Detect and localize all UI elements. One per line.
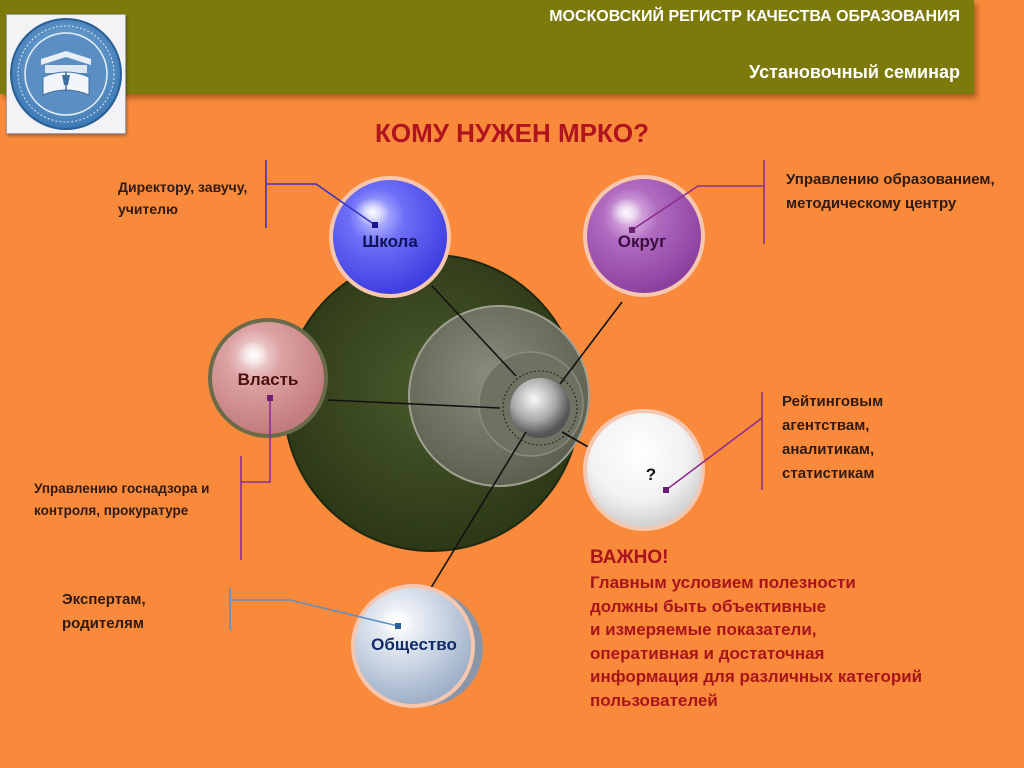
core-sphere: [510, 378, 570, 438]
header-bar: МОСКОВСКИЙ РЕГИСТР КАЧЕСТВА ОБРАЗОВАНИЯ …: [0, 0, 974, 94]
bubble-district-label: Округ: [617, 232, 667, 251]
callout-school-line: [266, 183, 376, 226]
bubble-society: [351, 584, 483, 708]
connector-unknown: [561, 431, 591, 449]
bubble-district: [583, 175, 705, 297]
bubble-school: [329, 176, 451, 298]
callout-power-line: [241, 398, 271, 483]
callout-society-line: [230, 599, 399, 627]
note-school: Директору, завучу, учителю: [118, 179, 248, 217]
important-title: ВАЖНО!: [590, 547, 669, 568]
bubble-unknown-label: ?: [645, 465, 657, 484]
core-dashed-ring: [502, 370, 578, 446]
important-body: Главным условием полезности должны быть …: [590, 573, 923, 710]
logo: [6, 14, 126, 134]
bubble-school-label: Школа: [362, 232, 418, 251]
header-subtitle: Установочный семинар: [749, 62, 960, 82]
connector-society: [425, 431, 527, 597]
callout-unknown-line: [665, 417, 763, 491]
page-title: КОМУ НУЖЕН МРКО?: [375, 118, 649, 148]
bubble-power-label: Власть: [237, 370, 299, 389]
bubble-power: [208, 318, 328, 438]
connector-district: [559, 301, 623, 385]
note-district: Управлению образованием, методическому ц…: [786, 171, 995, 212]
important-block: ВАЖНО! Главным условием полезности должн…: [590, 545, 1010, 712]
logo-emblem-icon: [10, 18, 122, 130]
note-power: Управлению госнадзора и контроля, прокур…: [34, 481, 210, 518]
bubble-unknown: [583, 409, 705, 531]
connector-power: [327, 399, 501, 409]
header-title: МОСКОВСКИЙ РЕГИСТР КАЧЕСТВА ОБРАЗОВАНИЯ: [549, 8, 960, 25]
note-society: Экспертам, родителям: [62, 591, 146, 632]
connector-school: [431, 285, 517, 377]
callout-district-line: [631, 185, 764, 231]
note-unknown: Рейтинговым агентствам, аналитикам, стат…: [782, 393, 884, 482]
bubble-society-label: Общество: [371, 635, 457, 654]
